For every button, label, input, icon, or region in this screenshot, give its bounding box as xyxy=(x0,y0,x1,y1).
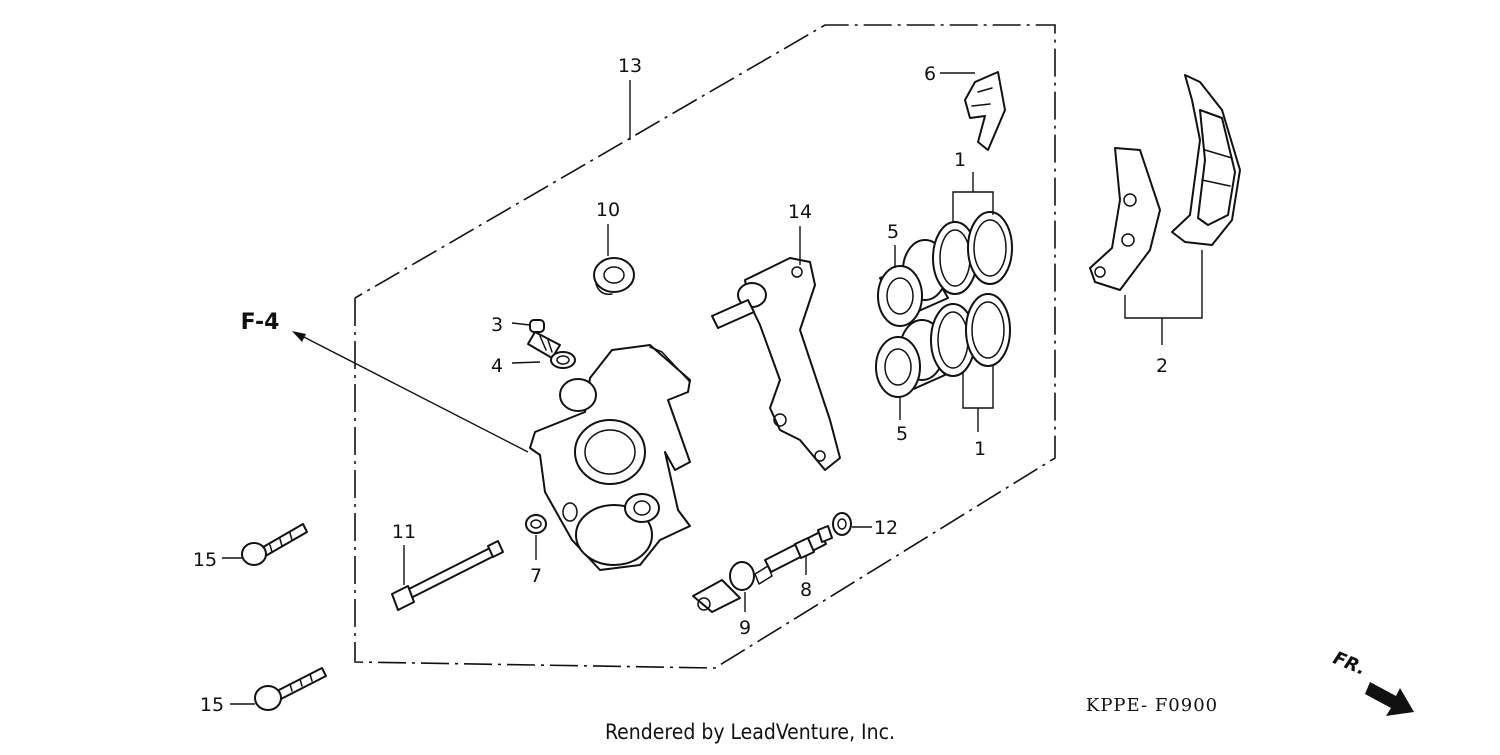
pin-bolt-b[interactable] xyxy=(692,561,773,613)
pad-pin[interactable] xyxy=(391,540,504,611)
direction-label: FR. xyxy=(1330,648,1369,680)
callout-5-upper: 5 xyxy=(887,221,899,243)
caliper-bracket[interactable] xyxy=(711,257,841,471)
o-ring[interactable] xyxy=(525,514,547,534)
pin-bolt-a[interactable] xyxy=(764,525,833,573)
pad-spring[interactable] xyxy=(964,71,1006,151)
callout-6: 6 xyxy=(924,63,936,85)
callout-15-upper: 15 xyxy=(193,549,217,571)
callout-14: 14 xyxy=(788,201,812,223)
caliper-body[interactable] xyxy=(529,344,691,571)
boot[interactable] xyxy=(593,257,635,296)
callout-5-lower: 5 xyxy=(896,423,908,445)
callout-15-lower: 15 xyxy=(200,694,224,716)
callout-1-upper: 1 xyxy=(954,149,966,171)
callout-8: 8 xyxy=(800,579,812,601)
piston-seal-upper[interactable] xyxy=(932,211,1013,295)
callout-13: 13 xyxy=(618,55,642,77)
callout-11: 11 xyxy=(392,521,416,543)
callout-4: 4 xyxy=(491,355,503,377)
bleeder-cap[interactable] xyxy=(550,351,576,369)
callout-12: 12 xyxy=(874,517,898,539)
mounting-bolt-upper[interactable] xyxy=(241,523,308,566)
assembly-boundary xyxy=(354,24,1056,669)
callout-1-lower: 1 xyxy=(974,438,986,460)
callout-9: 9 xyxy=(739,617,751,639)
bleeder-screw[interactable] xyxy=(527,319,561,359)
credit-text: Rendered by LeadVenture, Inc. xyxy=(605,720,895,744)
mounting-bolt-lower[interactable] xyxy=(254,667,327,711)
piston-seal-lower[interactable] xyxy=(930,293,1011,377)
diagram-code: KPPE- F0900 xyxy=(1086,695,1218,716)
direction-arrow xyxy=(1365,682,1414,716)
callout-2: 2 xyxy=(1156,355,1168,377)
callout-3: 3 xyxy=(491,314,503,336)
pad-set[interactable] xyxy=(1089,74,1241,291)
reference-label: F-4 xyxy=(241,310,280,335)
reference-arrow xyxy=(292,331,529,453)
callout-7: 7 xyxy=(530,565,542,587)
pin-boot[interactable] xyxy=(832,512,852,536)
callout-10: 10 xyxy=(596,199,620,221)
